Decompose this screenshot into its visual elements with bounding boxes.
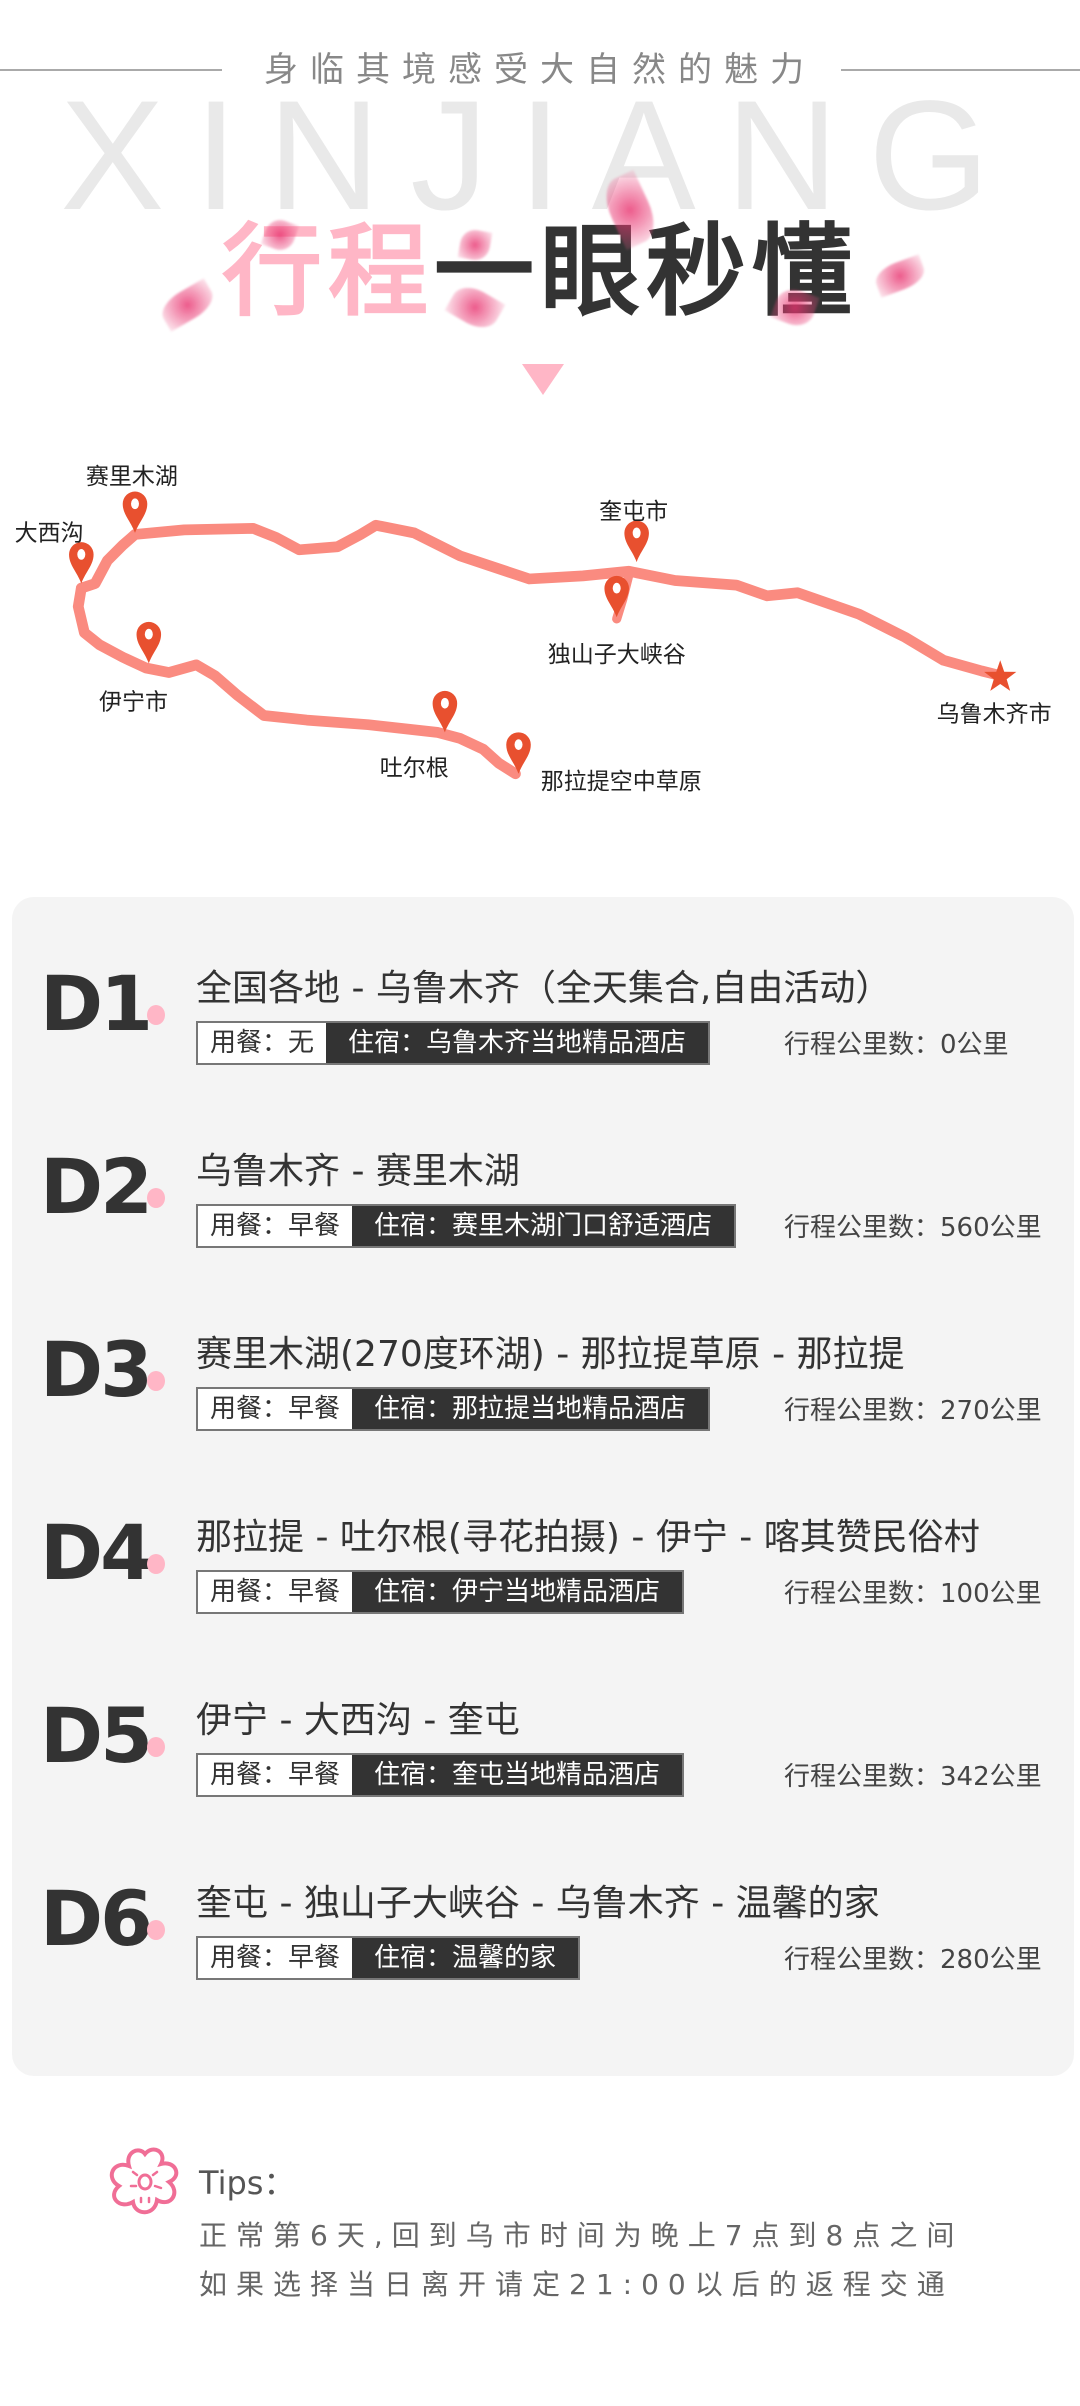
day-row: D6 奎屯 - 独山子大峡谷 - 乌鲁木齐 - 温馨的家用餐：早餐住宿：温馨的家 行… — [12, 1836, 1074, 2019]
day-row: D1 全国各地 - 乌鲁木齐（全天集合,自由活动） 用餐：无住宿：乌鲁木齐当地精品酒… — [12, 921, 1074, 1104]
hotel-tag: 住宿：那拉提当地精品酒店 — [352, 1389, 709, 1429]
hotel-tag: 住宿：温馨的家 — [352, 1938, 579, 1978]
tips-title: Tips： — [199, 2164, 296, 2202]
day-tags: 用餐：早餐住宿：温馨的家 — [196, 1936, 581, 1980]
subtitle: 身临其境感受大自然的魅力 — [264, 50, 816, 90]
day-title: 伊宁 - 大西沟 - 奎屯 — [196, 1700, 520, 1741]
dot-icon — [147, 1371, 165, 1391]
hotel-tag: 住宿：伊宁当地精品酒店 — [352, 1572, 683, 1612]
route-line-south — [72, 582, 521, 780]
hotel-tag: 住宿：赛里木湖门口舒适酒店 — [352, 1206, 735, 1246]
meal-tag: 用餐：早餐 — [198, 1938, 353, 1978]
day-label: D4 — [40, 1508, 153, 1597]
pin-icon — [136, 621, 162, 664]
day-tags: 用餐：早餐住宿：奎屯当地精品酒店 — [196, 1753, 685, 1797]
day-label: D1 — [40, 959, 153, 1048]
map-label-dushanzi: 独山子大峡谷 — [548, 642, 686, 668]
day-tags: 用餐：早餐住宿：赛里木湖门口舒适酒店 — [196, 1204, 737, 1248]
pin-icon — [624, 520, 649, 563]
background-word: XINJIANG — [60, 69, 1020, 243]
down-arrow-icon — [522, 364, 564, 395]
day-title: 赛里木湖(270度环湖) - 那拉提草原 - 那拉提 — [196, 1334, 905, 1375]
map-label-tuergen: 吐尔根 — [380, 755, 449, 781]
meal-tag: 用餐：早餐 — [198, 1389, 353, 1429]
day-tags: 用餐：早餐住宿：伊宁当地精品酒店 — [196, 1570, 685, 1614]
day-row: D3 赛里木湖(270度环湖) - 那拉提草原 - 那拉提用餐：早餐住宿：那拉提当… — [12, 1287, 1074, 1470]
day-label: D5 — [40, 1691, 153, 1780]
title-highlight: 行程 — [222, 213, 434, 330]
hotel-tag: 住宿：奎屯当地精品酒店 — [352, 1755, 683, 1795]
meal-tag: 用餐：早餐 — [198, 1572, 353, 1612]
meal-tag: 用餐：无 — [198, 1023, 327, 1063]
dot-icon — [147, 1737, 165, 1757]
distance-text: 行程公里数：560公里 — [784, 1213, 1042, 1243]
pin-icon — [432, 690, 458, 733]
map-label-sailimu: 赛里木湖 — [86, 464, 178, 490]
pin-icon — [604, 575, 629, 618]
star-icon — [984, 660, 1017, 691]
day-title: 奎屯 - 独山子大峡谷 - 乌鲁木齐 - 温馨的家 — [196, 1883, 880, 1924]
route-map: 赛里木湖 大西沟 伊宁市 吐尔根 那拉提空中草原 奎屯市 独山子大峡谷 乌鲁木齐… — [15, 464, 1052, 795]
dot-icon — [147, 1920, 165, 1940]
day-title: 全国各地 - 乌鲁木齐（全天集合,自由活动） — [196, 968, 892, 1009]
day-title: 乌鲁木齐 - 赛里木湖 — [196, 1151, 520, 1192]
distance-text: 行程公里数：270公里 — [784, 1396, 1042, 1426]
route-line — [75, 519, 1006, 681]
day-title: 那拉提 - 吐尔根(寻花拍摄) - 伊宁 - 喀其赞民俗村 — [196, 1517, 980, 1558]
day-tags: 用餐：早餐住宿：那拉提当地精品酒店 — [196, 1387, 711, 1431]
tips-line: 如果选择当日离开请定21:00以后的返程交通 — [199, 2268, 954, 2301]
dot-icon — [147, 1188, 165, 1208]
day-tags: 用餐：无住宿：乌鲁木齐当地精品酒店 — [196, 1021, 711, 1065]
map-label-kuitun: 奎屯市 — [599, 499, 668, 525]
distance-text: 行程公里数：0公里 — [784, 1030, 1009, 1060]
tips-line: 正常第6天,回到乌市时间为晚上7点到8点之间 — [199, 2219, 964, 2252]
hotel-tag: 住宿：乌鲁木齐当地精品酒店 — [326, 1023, 709, 1063]
distance-text: 行程公里数：280公里 — [784, 1945, 1042, 1975]
divider-left — [0, 69, 222, 71]
distance-text: 行程公里数：100公里 — [784, 1579, 1042, 1609]
dot-icon — [147, 1005, 165, 1025]
map-label-daxigou: 大西沟 — [15, 521, 84, 547]
dot-icon — [147, 1554, 165, 1574]
divider-right — [841, 69, 1080, 71]
distance-text: 行程公里数：342公里 — [784, 1762, 1042, 1792]
meal-tag: 用餐：早餐 — [198, 1755, 353, 1795]
day-row: D4 那拉提 - 吐尔根(寻花拍摄) - 伊宁 - 喀其赞民俗村用餐：早餐住宿：伊… — [12, 1470, 1074, 1653]
map-label-nalati: 那拉提空中草原 — [541, 769, 702, 795]
pin-icon — [69, 542, 94, 584]
day-label: D3 — [40, 1325, 153, 1414]
flower-icon — [109, 2147, 179, 2215]
map-label-urumqi: 乌鲁木齐市 — [937, 702, 1052, 728]
meal-tag: 用餐：早餐 — [198, 1206, 353, 1246]
day-label: D6 — [40, 1874, 153, 1963]
day-label: D2 — [40, 1142, 153, 1231]
map-label-yining: 伊宁市 — [99, 689, 168, 715]
pin-icon — [122, 491, 148, 533]
itinerary-card: D1 全国各地 - 乌鲁木齐（全天集合,自由活动） 用餐：无住宿：乌鲁木齐当地精品酒… — [12, 897, 1074, 2076]
